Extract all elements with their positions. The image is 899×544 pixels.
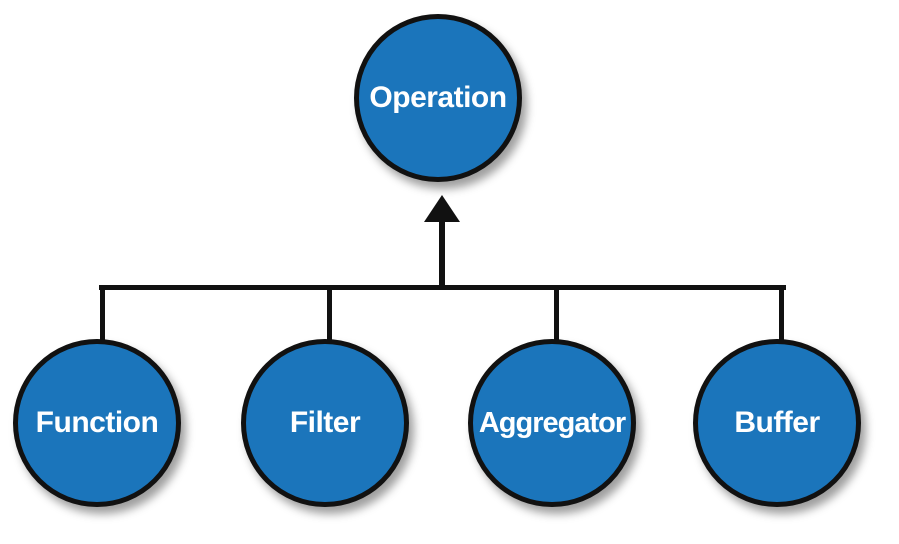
arrow-up-icon [424,195,460,222]
node-aggregator-label: Aggregator [478,406,626,439]
connector-stub-buffer [779,285,784,345]
connector-stub-function [100,285,105,345]
node-aggregator: Aggregator [468,339,636,507]
node-function: Function [13,339,181,507]
node-filter-label: Filter [289,406,361,439]
node-operation: Operation [354,14,522,182]
node-function-label: Function [35,406,159,439]
node-filter: Filter [241,339,409,507]
node-buffer: Buffer [693,339,861,507]
node-operation-label: Operation [369,81,507,114]
connector-stub-filter [327,285,332,345]
node-buffer-label: Buffer [734,406,820,439]
inheritance-arrow-shaft [439,217,445,288]
connector-stub-aggregator [554,285,559,345]
